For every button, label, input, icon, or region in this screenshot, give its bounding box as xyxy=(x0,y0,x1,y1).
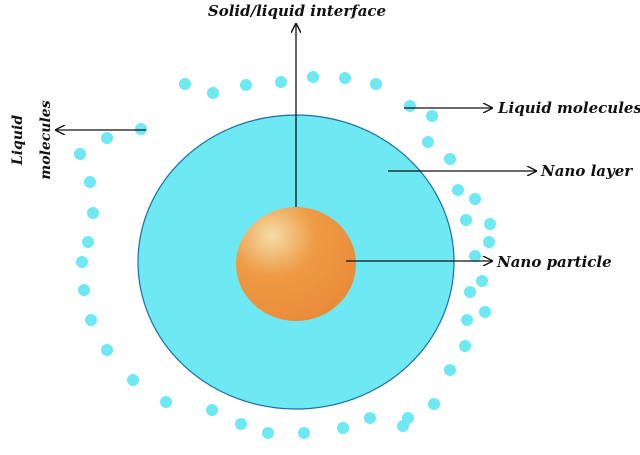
liquid-molecule-dot xyxy=(207,87,219,99)
liquid-molecule-dot xyxy=(101,132,113,144)
liquid-molecule-dot xyxy=(469,193,481,205)
liquid-molecules-ring xyxy=(74,71,496,439)
liquid-molecule-dot xyxy=(422,136,434,148)
liquid-molecule-dot xyxy=(479,306,491,318)
liquid-molecule-dot xyxy=(460,214,472,226)
liquid-molecule-dot xyxy=(461,314,473,326)
liquid-molecule-dot xyxy=(464,286,476,298)
liquid-molecule-dot xyxy=(74,148,86,160)
liquid-molecule-dot xyxy=(469,250,481,262)
liquid-molecule-dot xyxy=(127,374,139,386)
liquid-molecules-right-label: Liquid molecules xyxy=(497,99,640,117)
liquid-molecule-dot xyxy=(337,422,349,434)
liquid-molecule-dot xyxy=(444,153,456,165)
liquid-molecule-dot xyxy=(179,78,191,90)
liquid-molecule-dot xyxy=(483,236,495,248)
liquid-molecule-dot xyxy=(404,100,416,112)
liquid-molecule-dot xyxy=(444,364,456,376)
liquid-molecule-dot xyxy=(452,184,464,196)
nano-particle-circle xyxy=(236,207,356,321)
liquid-molecule-dot xyxy=(298,427,310,439)
liquid-molecule-dot xyxy=(206,404,218,416)
liquid-molecule-dot xyxy=(85,314,97,326)
liquid-molecule-dot xyxy=(426,110,438,122)
liquid-molecule-dot xyxy=(240,79,252,91)
liquid-molecule-dot xyxy=(459,340,471,352)
liquid-molecule-dot xyxy=(339,72,351,84)
liquid-molecule-dot xyxy=(370,78,382,90)
liquid-molecule-dot xyxy=(397,420,409,432)
liquid-molecules-left-label: Liquid molecules xyxy=(10,100,54,179)
liquid-molecule-dot xyxy=(82,236,94,248)
liquid-molecule-dot xyxy=(476,275,488,287)
liquid-left-line2: molecules xyxy=(38,100,54,179)
liquid-molecule-dot xyxy=(78,284,90,296)
liquid-molecule-dot xyxy=(87,207,99,219)
nano-layer-label: Nano layer xyxy=(540,162,633,180)
liquid-molecule-dot xyxy=(76,256,88,268)
liquid-left-line1: Liquid xyxy=(10,115,26,166)
liquid-molecule-dot xyxy=(275,76,287,88)
liquid-molecule-dot xyxy=(364,412,376,424)
interface-label: Solid/liquid interface xyxy=(208,2,386,20)
liquid-molecule-dot xyxy=(484,218,496,230)
liquid-molecule-dot xyxy=(307,71,319,83)
liquid-molecule-dot xyxy=(135,123,147,135)
liquid-molecule-dot xyxy=(84,176,96,188)
liquid-molecule-dot xyxy=(101,344,113,356)
liquid-molecule-dot xyxy=(428,398,440,410)
liquid-molecule-dot xyxy=(160,396,172,408)
nano-particle-label: Nano particle xyxy=(496,253,612,271)
liquid-molecule-dot xyxy=(235,418,247,430)
liquid-molecule-dot xyxy=(262,427,274,439)
